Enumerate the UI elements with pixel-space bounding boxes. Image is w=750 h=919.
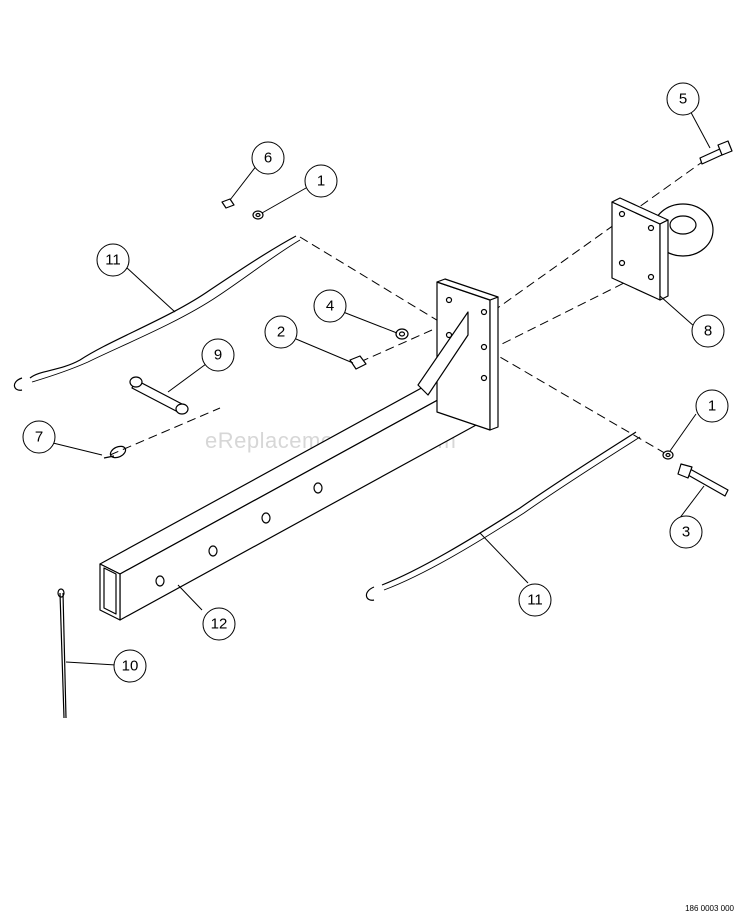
hardware <box>221 198 674 460</box>
callout-5: 5 <box>666 82 700 116</box>
nut-2 <box>349 355 367 370</box>
washer-1a <box>252 210 264 220</box>
callout-10: 10 <box>113 649 147 683</box>
bolt-5 <box>699 140 733 165</box>
callout-label: 5 <box>679 91 687 108</box>
washer-4 <box>395 328 409 340</box>
cotter-pin <box>57 588 67 719</box>
callout-label: 8 <box>704 323 712 340</box>
callout-9: 9 <box>201 338 235 372</box>
callout-11b: 11 <box>518 583 552 617</box>
bolt-3 <box>677 463 729 497</box>
callout-label: 11 <box>105 252 121 269</box>
callout-6: 6 <box>251 141 285 175</box>
chain-right <box>365 431 641 601</box>
callout-2: 2 <box>264 315 298 349</box>
callout-label: 11 <box>527 592 543 609</box>
callout-label: 6 <box>264 150 272 167</box>
lynch-pin <box>103 445 127 459</box>
callout-label: 9 <box>214 347 222 364</box>
chain-left <box>13 235 301 391</box>
callout-4: 4 <box>313 289 347 323</box>
washer-1b <box>662 450 674 460</box>
callout-label: 10 <box>122 658 139 675</box>
leader-lines <box>52 104 711 666</box>
callout-label: 3 <box>682 524 690 541</box>
callout-label: 4 <box>326 298 334 315</box>
nut-6 <box>221 198 235 209</box>
drawing-number: 186 0003 000 <box>685 904 734 913</box>
callout-11a: 11 <box>96 243 130 277</box>
callout-label: 12 <box>211 616 228 633</box>
callout-12: 12 <box>202 607 236 641</box>
callout-1a: 1 <box>304 164 338 198</box>
callout-7: 7 <box>22 420 56 454</box>
callout-label: 1 <box>317 173 325 190</box>
callout-3: 3 <box>669 515 703 549</box>
callout-label: 7 <box>35 429 43 446</box>
mounting-plate <box>417 278 499 431</box>
callout-1b: 1 <box>695 389 729 423</box>
hitch-ring <box>611 197 714 301</box>
square-tube <box>99 367 479 621</box>
callout-label: 1 <box>708 398 716 415</box>
hitch-pin <box>129 376 189 415</box>
callout-8: 8 <box>691 314 725 348</box>
callout-label: 2 <box>277 324 285 341</box>
